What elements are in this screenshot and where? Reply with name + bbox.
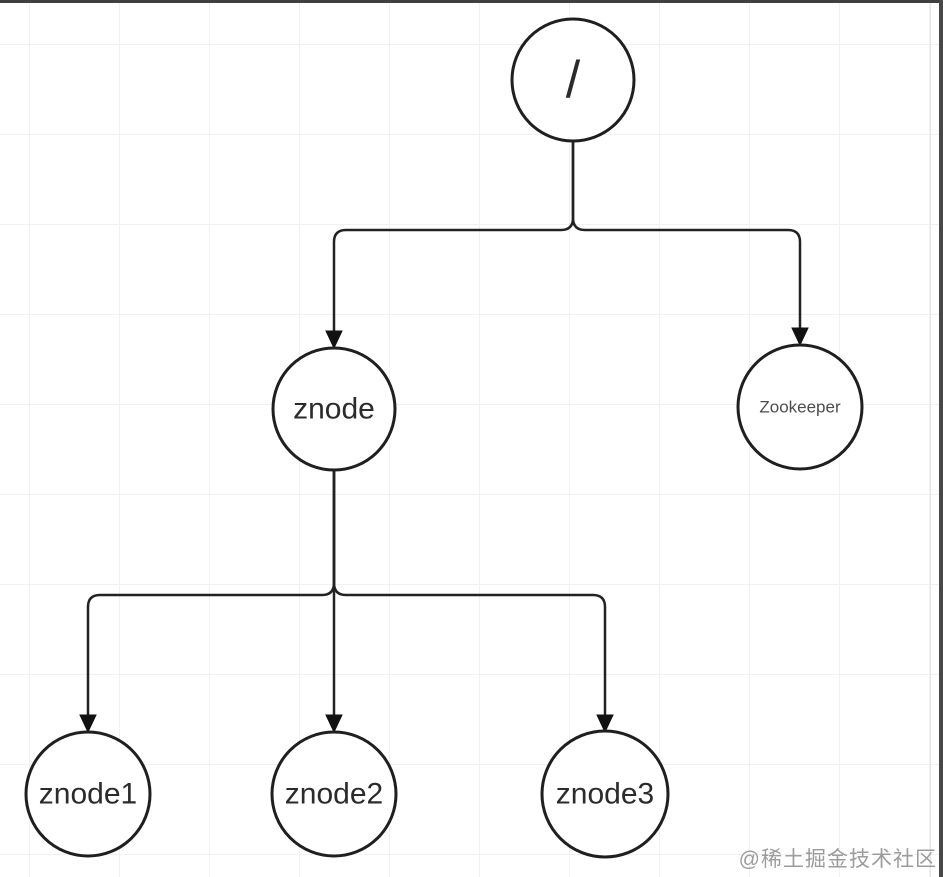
edge-znode-znode3: [332, 470, 607, 718]
arrowhead-root-znode: [325, 330, 343, 350]
node-circle-znode: [271, 346, 397, 472]
right-border: [939, 0, 943, 877]
edge-znode-znode1: [86, 470, 336, 718]
edge-root-zookeeper: [571, 142, 802, 331]
node-label-znode2: znode2: [285, 778, 383, 811]
node-circle-zookeeper: [736, 343, 864, 471]
node-circle-root: [510, 17, 636, 143]
node-circle-znode3: [540, 729, 670, 859]
arrowhead-znode-znode3: [596, 714, 614, 734]
node-label-znode: znode: [293, 393, 375, 426]
node-label-zookeeper: Zookeeper: [759, 398, 841, 417]
node-label-znode1: znode1: [39, 778, 137, 811]
arrowhead-znode-znode2: [325, 714, 343, 734]
top-border: [0, 0, 943, 3]
node-label-root: /: [566, 51, 581, 109]
watermark: @稀土掘金技术社区: [738, 848, 937, 871]
page-edge-line: [930, 0, 931, 877]
node-circle-znode1: [24, 730, 152, 858]
edge-root-znode: [332, 142, 575, 334]
node-circle-znode2: [270, 730, 398, 858]
arrowhead-root-zookeeper: [791, 327, 809, 347]
node-label-znode3: znode3: [556, 778, 654, 811]
arrowhead-znode-znode1: [79, 714, 97, 734]
